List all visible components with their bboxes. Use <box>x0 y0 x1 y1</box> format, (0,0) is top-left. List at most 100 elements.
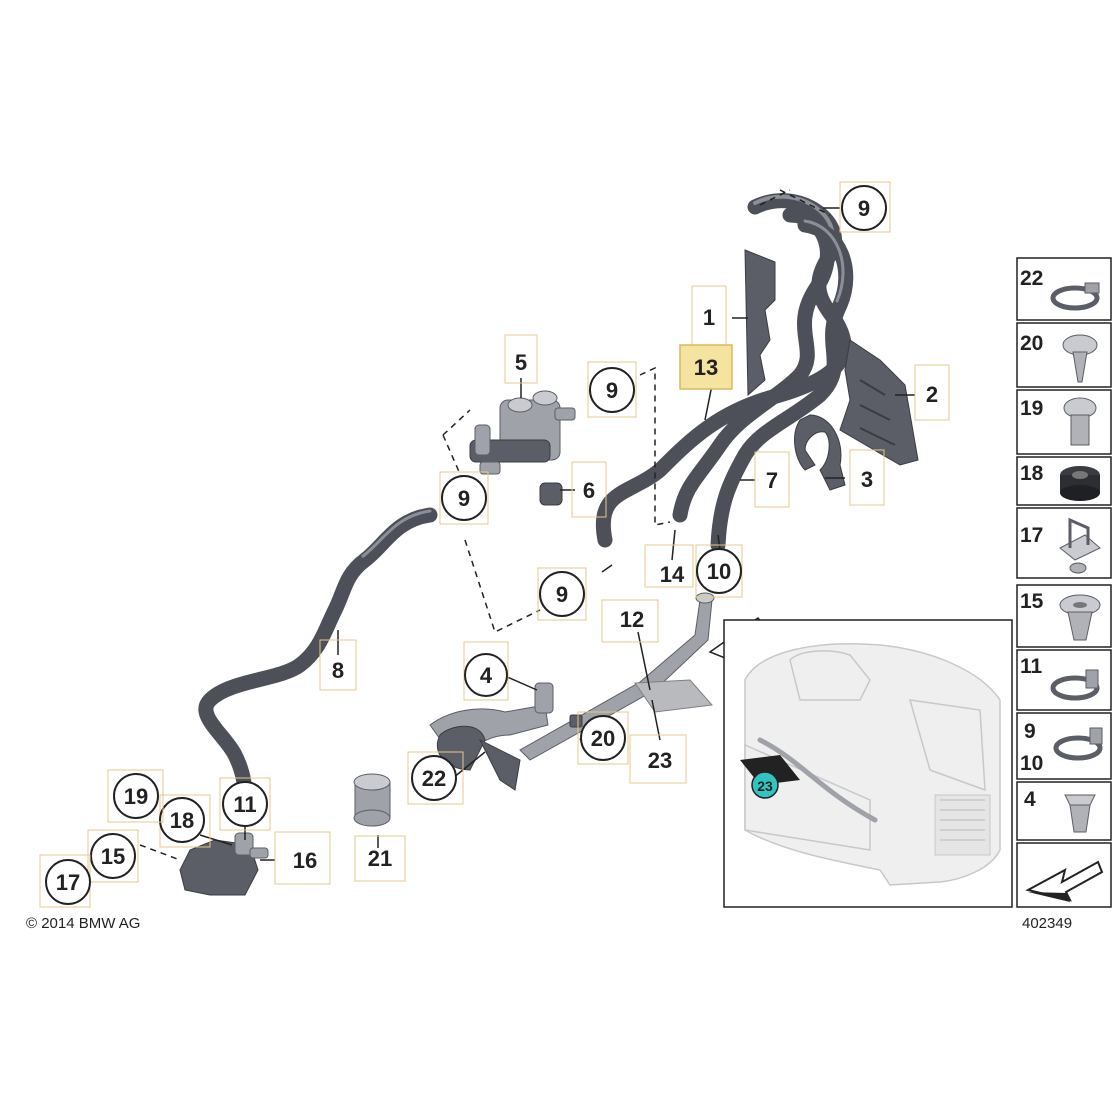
callout-12[interactable]: 12 <box>601 599 659 643</box>
svg-text:14: 14 <box>660 562 685 587</box>
svg-text:17: 17 <box>56 870 80 895</box>
insulation-pad-part-23[interactable] <box>634 679 714 713</box>
expanding-nut-icon <box>1059 594 1101 641</box>
sidebar-item-22[interactable]: 22 <box>1016 257 1112 321</box>
callout-13-highlighted[interactable]: 13 <box>679 344 733 390</box>
sidebar-item-20[interactable]: 20 <box>1016 322 1112 388</box>
callout-9-top[interactable]: 9 <box>839 181 891 233</box>
svg-text:18: 18 <box>170 808 194 833</box>
svg-text:5: 5 <box>515 350 527 375</box>
vehicle-underbody-illustration <box>740 643 1001 886</box>
callout-4[interactable]: 4 <box>463 641 509 701</box>
branch-connector-part-4[interactable] <box>429 682 554 791</box>
sidebar-item-18[interactable]: 18 <box>1016 456 1112 506</box>
hose-assembly-13[interactable] <box>595 193 854 553</box>
svg-text:18: 18 <box>1020 462 1044 485</box>
callout-6[interactable]: 6 <box>571 461 607 518</box>
sidebar-item-9-10[interactable]: 9 10 <box>1016 712 1112 780</box>
push-rivet-icon <box>1064 794 1096 833</box>
callout-2[interactable]: 2 <box>914 364 950 421</box>
svg-text:20: 20 <box>591 726 615 751</box>
callout-15[interactable]: 15 <box>87 829 139 883</box>
clip-nut-icon <box>1059 517 1101 574</box>
callout-3[interactable]: 3 <box>849 449 885 506</box>
svg-text:3: 3 <box>861 467 873 492</box>
svg-text:15: 15 <box>101 844 125 869</box>
callout-9-mid[interactable]: 9 <box>439 471 489 525</box>
callout-1[interactable]: 1 <box>691 285 727 347</box>
callout-19[interactable]: 19 <box>107 769 164 823</box>
svg-text:10: 10 <box>1020 752 1043 775</box>
inset-marker-23[interactable]: 23 <box>751 771 779 799</box>
svg-text:10: 10 <box>707 559 731 584</box>
svg-text:15: 15 <box>1020 590 1044 613</box>
svg-text:8: 8 <box>332 658 344 683</box>
svg-text:2: 2 <box>926 382 938 407</box>
svg-text:13: 13 <box>694 355 718 380</box>
orientation-arrow-box <box>1016 842 1112 908</box>
leader-lines <box>199 207 915 861</box>
svg-text:6: 6 <box>583 478 595 503</box>
svg-text:12: 12 <box>620 607 644 632</box>
sidebar-item-4[interactable]: 4 <box>1016 781 1112 841</box>
svg-text:9: 9 <box>1024 720 1036 743</box>
callout-5[interactable]: 5 <box>504 334 538 384</box>
bolt-icon <box>1063 397 1097 446</box>
callout-23[interactable]: 23 <box>629 734 687 784</box>
svg-text:11: 11 <box>1020 655 1043 678</box>
svg-text:17: 17 <box>1020 524 1043 547</box>
pipe-part-12[interactable] <box>519 592 715 761</box>
callout-9-bottom[interactable]: 9 <box>537 567 587 621</box>
direction-arrow-icon <box>1025 860 1104 902</box>
hose-clamp-icon <box>1050 282 1100 311</box>
callout-22[interactable]: 22 <box>407 751 464 805</box>
callout-9-valve[interactable]: 9 <box>587 361 637 418</box>
hose-8[interactable] <box>198 507 438 808</box>
svg-text:20: 20 <box>1020 332 1043 355</box>
dashed-reference-lines <box>139 189 831 861</box>
svg-text:7: 7 <box>766 468 778 493</box>
location-inset-panel: 23 <box>708 616 1013 908</box>
copyright-label: © 2014 BMW AG <box>26 915 140 932</box>
callout-20[interactable]: 20 <box>577 711 629 765</box>
svg-text:4: 4 <box>480 663 493 688</box>
callout-21[interactable]: 21 <box>354 835 406 882</box>
bracket-part-1[interactable] <box>744 249 776 397</box>
grommet-icon <box>1060 466 1100 501</box>
sidebar-item-17[interactable]: 17 <box>1016 507 1112 579</box>
callout-14[interactable]: 14 <box>644 544 694 588</box>
callout-10[interactable]: 10 <box>695 544 743 598</box>
svg-text:22: 22 <box>1020 267 1043 290</box>
callout-18[interactable]: 18 <box>159 794 211 848</box>
small-parts-sidebar: 22 20 19 18 <box>1016 257 1112 908</box>
sidebar-item-15[interactable]: 15 <box>1016 584 1112 648</box>
svg-text:9: 9 <box>458 486 470 511</box>
bolt-part-20[interactable] <box>569 714 583 728</box>
svg-text:19: 19 <box>124 784 148 809</box>
svg-text:22: 22 <box>422 766 446 791</box>
svg-text:1: 1 <box>703 305 715 330</box>
svg-text:4: 4 <box>1024 788 1036 811</box>
screw-icon <box>1062 334 1098 383</box>
svg-text:9: 9 <box>858 196 870 221</box>
svg-text:19: 19 <box>1020 397 1043 420</box>
callout-11[interactable]: 11 <box>219 777 271 831</box>
callout-17[interactable]: 17 <box>39 854 91 908</box>
callout-7[interactable]: 7 <box>754 451 790 508</box>
coolant-pump-part-16[interactable] <box>179 832 269 896</box>
sidebar-item-19[interactable]: 19 <box>1016 389 1112 455</box>
svg-text:16: 16 <box>293 848 317 873</box>
clip-part-3[interactable] <box>794 414 846 491</box>
svg-text:21: 21 <box>368 846 392 871</box>
callout-8[interactable]: 8 <box>319 639 357 691</box>
sidebar-item-11[interactable]: 11 <box>1016 649 1112 711</box>
filter-cartridge-part-21[interactable] <box>353 773 391 827</box>
water-valve-part-5[interactable] <box>469 390 576 475</box>
grommet-part-6[interactable] <box>539 482 563 506</box>
heat-shield-part-2[interactable] <box>839 339 919 466</box>
svg-text:11: 11 <box>233 792 256 817</box>
svg-text:23: 23 <box>757 778 773 794</box>
spring-clamp-icon <box>1050 669 1100 701</box>
callout-16[interactable]: 16 <box>274 831 331 885</box>
